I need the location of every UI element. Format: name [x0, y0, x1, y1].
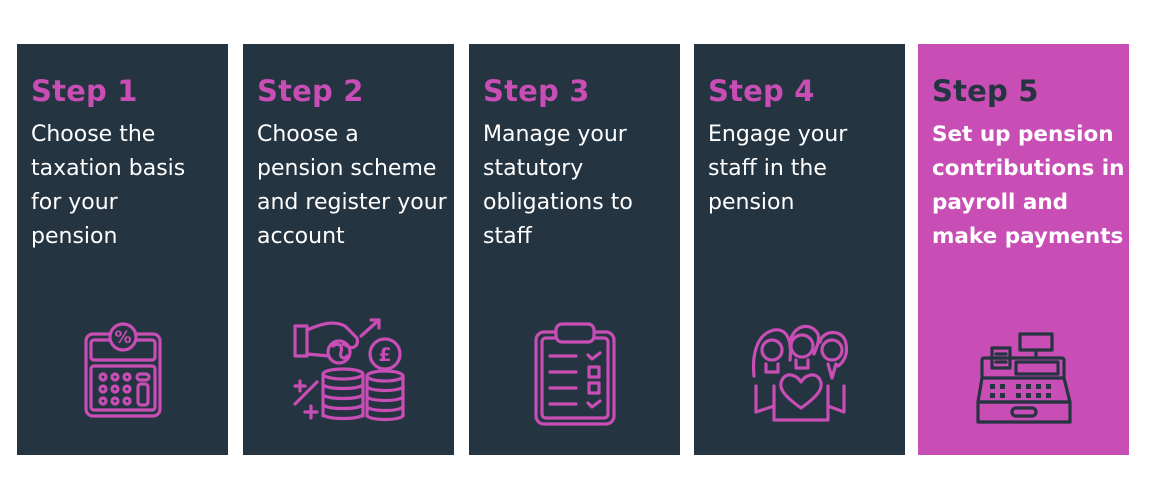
- step-description: Set up pension contributions in payroll …: [932, 122, 1125, 249]
- step-description: Engage your staff in the pension: [708, 122, 848, 215]
- calculator-percent-icon: %: [82, 322, 164, 420]
- step-card-1: Step 1 Choose the taxation basis for you…: [17, 44, 228, 455]
- step-description: Choose a pension scheme and register you…: [257, 122, 447, 249]
- step-card-3: Step 3 Manage your statutory obligations…: [469, 44, 680, 455]
- step-title: Step 4: [708, 74, 815, 108]
- step-card-5: Step 5 Set up pension contributions in p…: [918, 44, 1129, 455]
- clipboard-checklist-icon: [533, 322, 616, 426]
- step-description: Choose the taxation basis for your pensi…: [31, 122, 186, 249]
- staff-heart-icon: [750, 316, 850, 422]
- step-title: Step 1: [31, 74, 138, 108]
- hand-coins-pound-icon: £: [292, 316, 405, 428]
- svg-text:%: %: [114, 328, 131, 348]
- cash-register-icon: [975, 332, 1072, 426]
- step-title: Step 5: [932, 74, 1039, 108]
- step-title: Step 2: [257, 74, 364, 108]
- step-card-2: Step 2 Choose a pension scheme and regis…: [243, 44, 454, 455]
- step-description: Manage your statutory obligations to sta…: [483, 122, 633, 249]
- step-title: Step 3: [483, 74, 590, 108]
- step-card-4: Step 4 Engage your staff in the pension: [694, 44, 905, 455]
- svg-text:£: £: [378, 344, 391, 366]
